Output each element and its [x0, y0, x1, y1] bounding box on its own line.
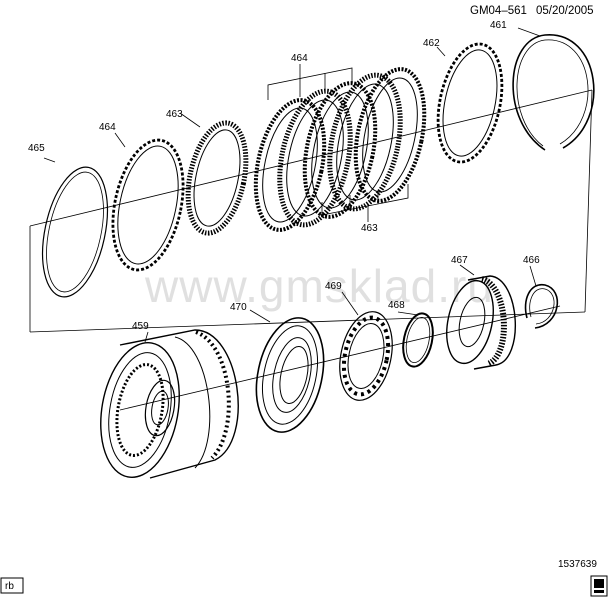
callout-466: 466 [523, 255, 540, 266]
part-468-seal-ring [397, 311, 434, 368]
part-461-snap-ring [512, 27, 595, 151]
book-icon [590, 575, 608, 597]
callout-467: 467 [451, 255, 468, 266]
part-466-snap-ring [524, 265, 559, 329]
corner-tag-box: rb [0, 577, 24, 594]
part-469-spring-plate [339, 291, 393, 401]
callout-463-bottom: 463 [361, 223, 378, 234]
diagram-code: GM04–561 [470, 5, 527, 17]
part-462-plate [436, 42, 504, 164]
part-470-piston [249, 309, 325, 433]
callout-461: 461 [490, 20, 507, 31]
callout-469: 469 [325, 281, 342, 292]
callout-468: 468 [388, 300, 405, 311]
callout-464-top: 464 [291, 53, 308, 64]
callout-465: 465 [28, 143, 45, 154]
callout-463-bracket [321, 184, 409, 222]
part-463-friction-plate [179, 112, 249, 236]
callout-464-bracket [267, 64, 353, 100]
diagram-date: 05/20/2005 [536, 5, 594, 17]
callout-470: 470 [230, 302, 247, 313]
part-465-plate [42, 157, 108, 298]
callout-463-left: 463 [166, 109, 183, 120]
callout-459: 459 [132, 321, 149, 332]
callout-464-left: 464 [99, 122, 116, 133]
watermark-text: www.gmsklad.ru [144, 260, 494, 312]
part-467-hub [446, 264, 516, 370]
illustration-number: 1537639 [558, 559, 597, 570]
part-459-drum-housing [100, 329, 239, 479]
part-464-plate [111, 132, 185, 272]
corner-tag-text: rb [5, 581, 14, 592]
part-clutch-plate-stack [253, 67, 427, 232]
callout-462: 462 [423, 38, 440, 49]
